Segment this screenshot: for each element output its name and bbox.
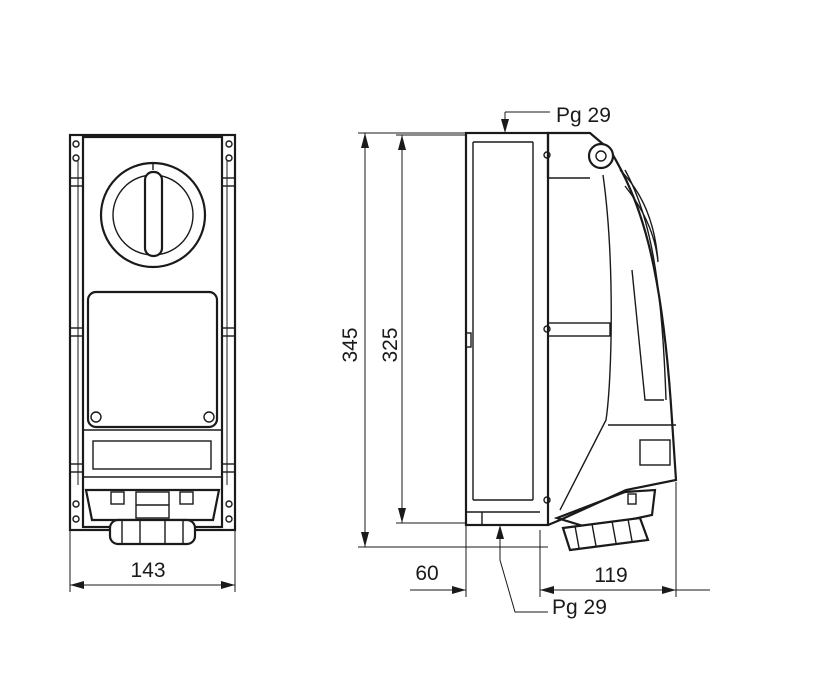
- total-height-dimension: 345: [339, 132, 548, 548]
- top-cable-entry-callout: Pg 29: [501, 104, 611, 133]
- socket-body: [84, 488, 221, 522]
- front-view: 143: [68, 133, 237, 592]
- bottom-cable-entry-callout: Pg 29: [496, 525, 607, 619]
- front-width-label: 143: [130, 559, 165, 582]
- side-view: Pg 29 Pg 29 345 325: [339, 104, 710, 619]
- hinge-icon: [587, 142, 615, 170]
- bottom-cable-entry-label: Pg 29: [552, 596, 607, 619]
- rotary-switch-icon: [99, 161, 207, 269]
- inner-height-dimension: 325: [379, 134, 466, 524]
- side-depth-dimension: 119: [539, 482, 710, 597]
- front-window: [86, 290, 219, 429]
- side-depth-label: 119: [594, 564, 627, 587]
- top-cable-entry-label: Pg 29: [556, 104, 611, 127]
- wall-offset-label: 60: [415, 562, 438, 585]
- front-width-dimension: 143: [69, 530, 236, 592]
- total-height-label: 345: [339, 327, 362, 362]
- front-label-strip: [92, 440, 212, 470]
- side-label-window: [639, 439, 671, 466]
- wall-offset-dimension: 60: [410, 525, 467, 597]
- side-back-body: [464, 131, 550, 527]
- inner-height-label: 325: [379, 327, 402, 362]
- side-cover: [546, 131, 678, 527]
- socket-ring: [108, 518, 197, 546]
- mounting-screw-icon: [72, 140, 233, 523]
- side-socket-ring: [561, 516, 650, 552]
